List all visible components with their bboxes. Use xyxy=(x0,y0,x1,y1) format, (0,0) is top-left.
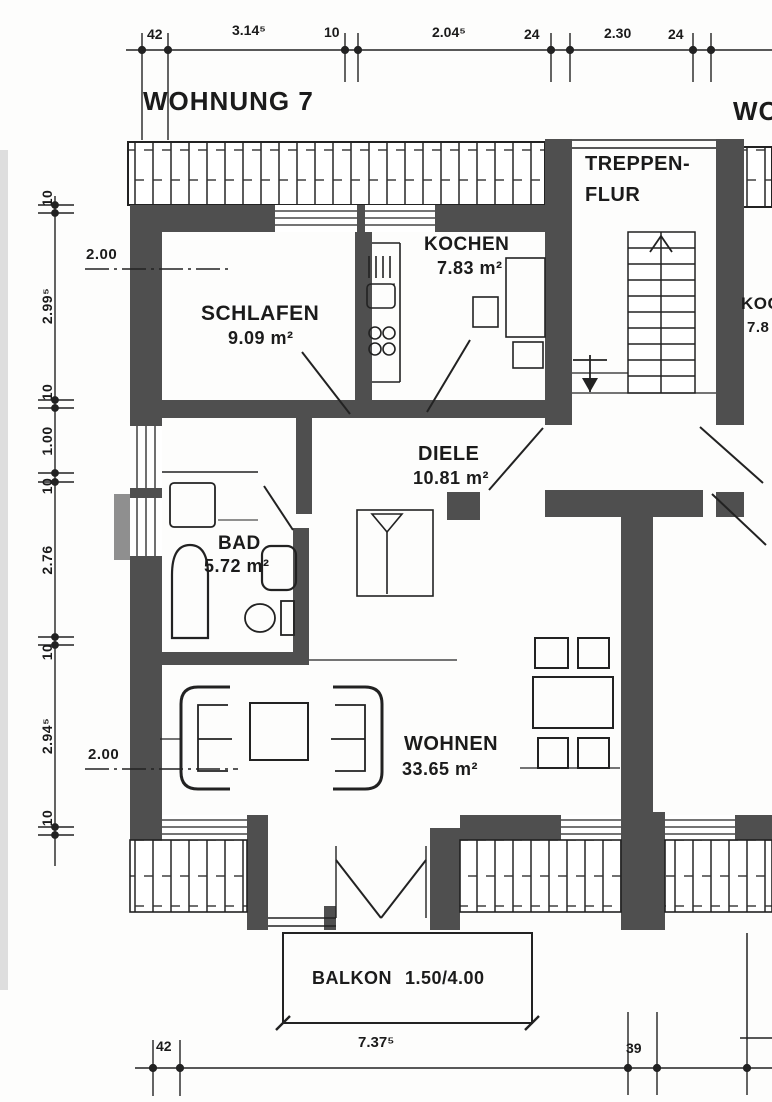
neighbor-room-area-kochen-partial: 7.8 xyxy=(747,319,770,336)
dim-left-7: 2.94⁵ xyxy=(39,717,55,755)
dimension-lines xyxy=(38,33,772,1096)
dim-bottom-2: 39 xyxy=(626,1040,642,1056)
room-label-wohnen: WOHNEN xyxy=(404,733,499,755)
dim-left-0: 10 xyxy=(39,189,55,207)
dim-bottom-0: 42 xyxy=(156,1038,172,1054)
scan-artifact-edge xyxy=(0,150,8,990)
room-label-treppenflur-line2: FLUR xyxy=(585,184,641,206)
height-mark-upper: 2.00 xyxy=(86,246,118,263)
room-area-schlafen: 9.09 m² xyxy=(228,328,294,348)
room-area-diele: 10.81 m² xyxy=(413,468,490,488)
dim-left-8: 10 xyxy=(39,809,55,827)
dim-top-1: 3.14⁵ xyxy=(232,22,266,38)
apartment-title: WOHNUNG 7 xyxy=(143,86,314,116)
dim-left-4: 10 xyxy=(39,477,55,495)
dim-left-5: 2.76 xyxy=(39,545,55,575)
room-area-wohnen: 33.65 m² xyxy=(402,759,479,779)
stairwell-top-wall xyxy=(545,139,723,149)
neighbor-room-label-kochen-partial: KOC xyxy=(741,294,772,313)
dining-furniture xyxy=(520,637,620,769)
dim-top-3: 2.04⁵ xyxy=(432,24,466,40)
dim-left-6: 10 xyxy=(39,643,55,661)
door-leaves xyxy=(263,339,767,927)
balcony-outline xyxy=(275,932,772,1040)
room-size-balkon: 1.50/4.00 xyxy=(405,968,485,988)
height-lines xyxy=(85,268,238,770)
balcony-hatch-bands xyxy=(129,839,772,913)
room-label-diele: DIELE xyxy=(418,443,480,465)
dim-top-6: 24 xyxy=(668,26,684,42)
height-mark-lower: 2.00 xyxy=(88,746,120,763)
dim-top-5: 2.30 xyxy=(604,25,632,41)
kitchen-fixtures xyxy=(366,242,546,383)
windows xyxy=(114,205,735,842)
staircase xyxy=(572,231,716,394)
room-area-bad: 5.72 m² xyxy=(204,556,270,576)
dim-top-4: 24 xyxy=(524,26,540,42)
room-label-bad: BAD xyxy=(218,533,261,554)
dim-top-2: 10 xyxy=(324,24,340,40)
dim-top-0: 42 xyxy=(147,26,163,42)
dim-bottom-1: 7.37⁵ xyxy=(358,1034,395,1051)
room-area-kochen: 7.83 m² xyxy=(437,258,503,278)
hall-closet xyxy=(309,509,457,661)
room-label-kochen: KOCHEN xyxy=(424,234,510,255)
living-furniture xyxy=(160,685,384,791)
room-label-treppenflur-line1: TREPPEN- xyxy=(585,153,691,175)
room-label-balkon: BALKON xyxy=(312,968,392,988)
neighbor-apartment-title-partial: WO xyxy=(733,96,772,126)
dim-left-1: 2.99⁵ xyxy=(39,287,55,325)
room-label-schlafen: SCHLAFEN xyxy=(201,302,320,325)
bath-fixtures xyxy=(162,471,298,640)
